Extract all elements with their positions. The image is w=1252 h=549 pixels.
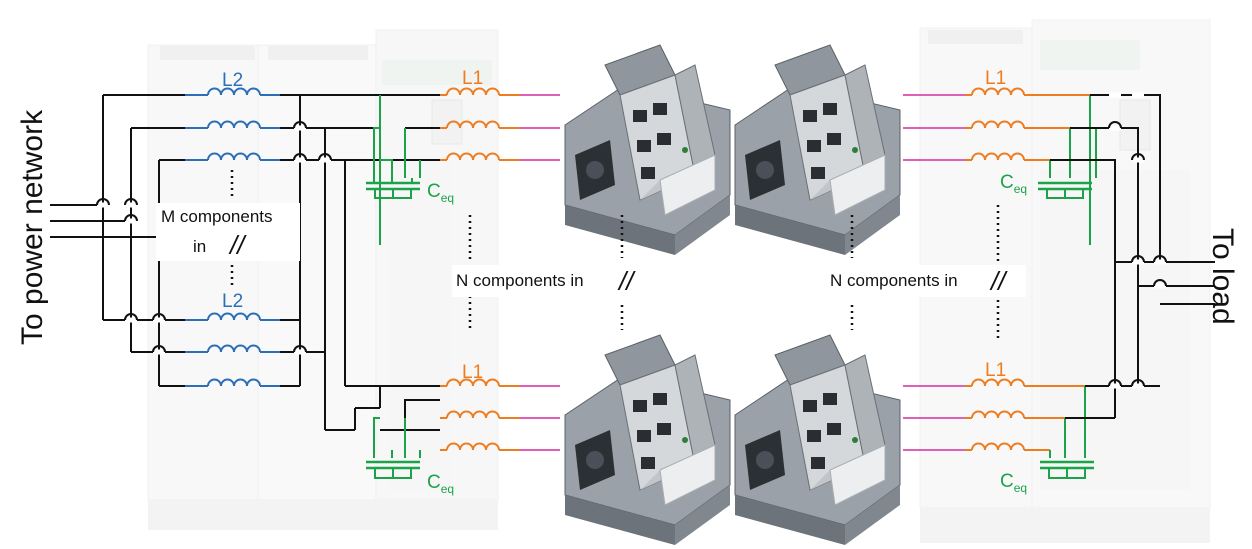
ceq-label: Ceq (1000, 172, 1027, 196)
m-in-label: in (193, 237, 206, 256)
l1-filter-block-bottom-left (354, 378, 560, 479)
l1-inductor-label: L1 (985, 360, 1006, 381)
l1-inductor-label: L1 (462, 68, 483, 89)
ceq-label: Ceq (427, 181, 454, 205)
power-network-label: To power network (16, 109, 49, 345)
l1-filter-block-top-left (345, 87, 560, 245)
l1-inductor-label: L1 (985, 68, 1006, 89)
l1-inductor-label: L1 (462, 362, 483, 383)
ceq-label: Ceq (1000, 471, 1027, 495)
l1-filter-block-bottom-right (903, 378, 1094, 479)
igbt-power-module-icon (564, 334, 731, 546)
parallel-symbol: // (989, 266, 1008, 296)
continuation-dots (468, 205, 1000, 338)
igbt-power-module-icon (564, 44, 731, 256)
m-components-backdrop (156, 203, 300, 261)
n-components-backdrop (452, 265, 662, 297)
n-components-label: N components in (456, 271, 584, 290)
igbt-power-module-icon (734, 334, 901, 546)
l2-inductor-label: L2 (222, 291, 243, 312)
n-components-backdrop (826, 265, 1026, 297)
m-components-label: M components (161, 207, 273, 226)
ceq-label: Ceq (427, 472, 454, 496)
load-busbars (1040, 92, 1215, 450)
n-components-label: N components in (830, 271, 958, 290)
l1-filter-block-top-right (903, 87, 1097, 245)
l2-inductor-bank (50, 87, 380, 431)
parallel-symbol: // (617, 266, 636, 296)
parallel-symbol: // (228, 230, 247, 260)
left-cabinet-icon (147, 29, 499, 530)
load-label: To load (1206, 228, 1239, 325)
igbt-power-module-icon (734, 44, 901, 256)
l2-inductor-label: L2 (222, 70, 243, 91)
